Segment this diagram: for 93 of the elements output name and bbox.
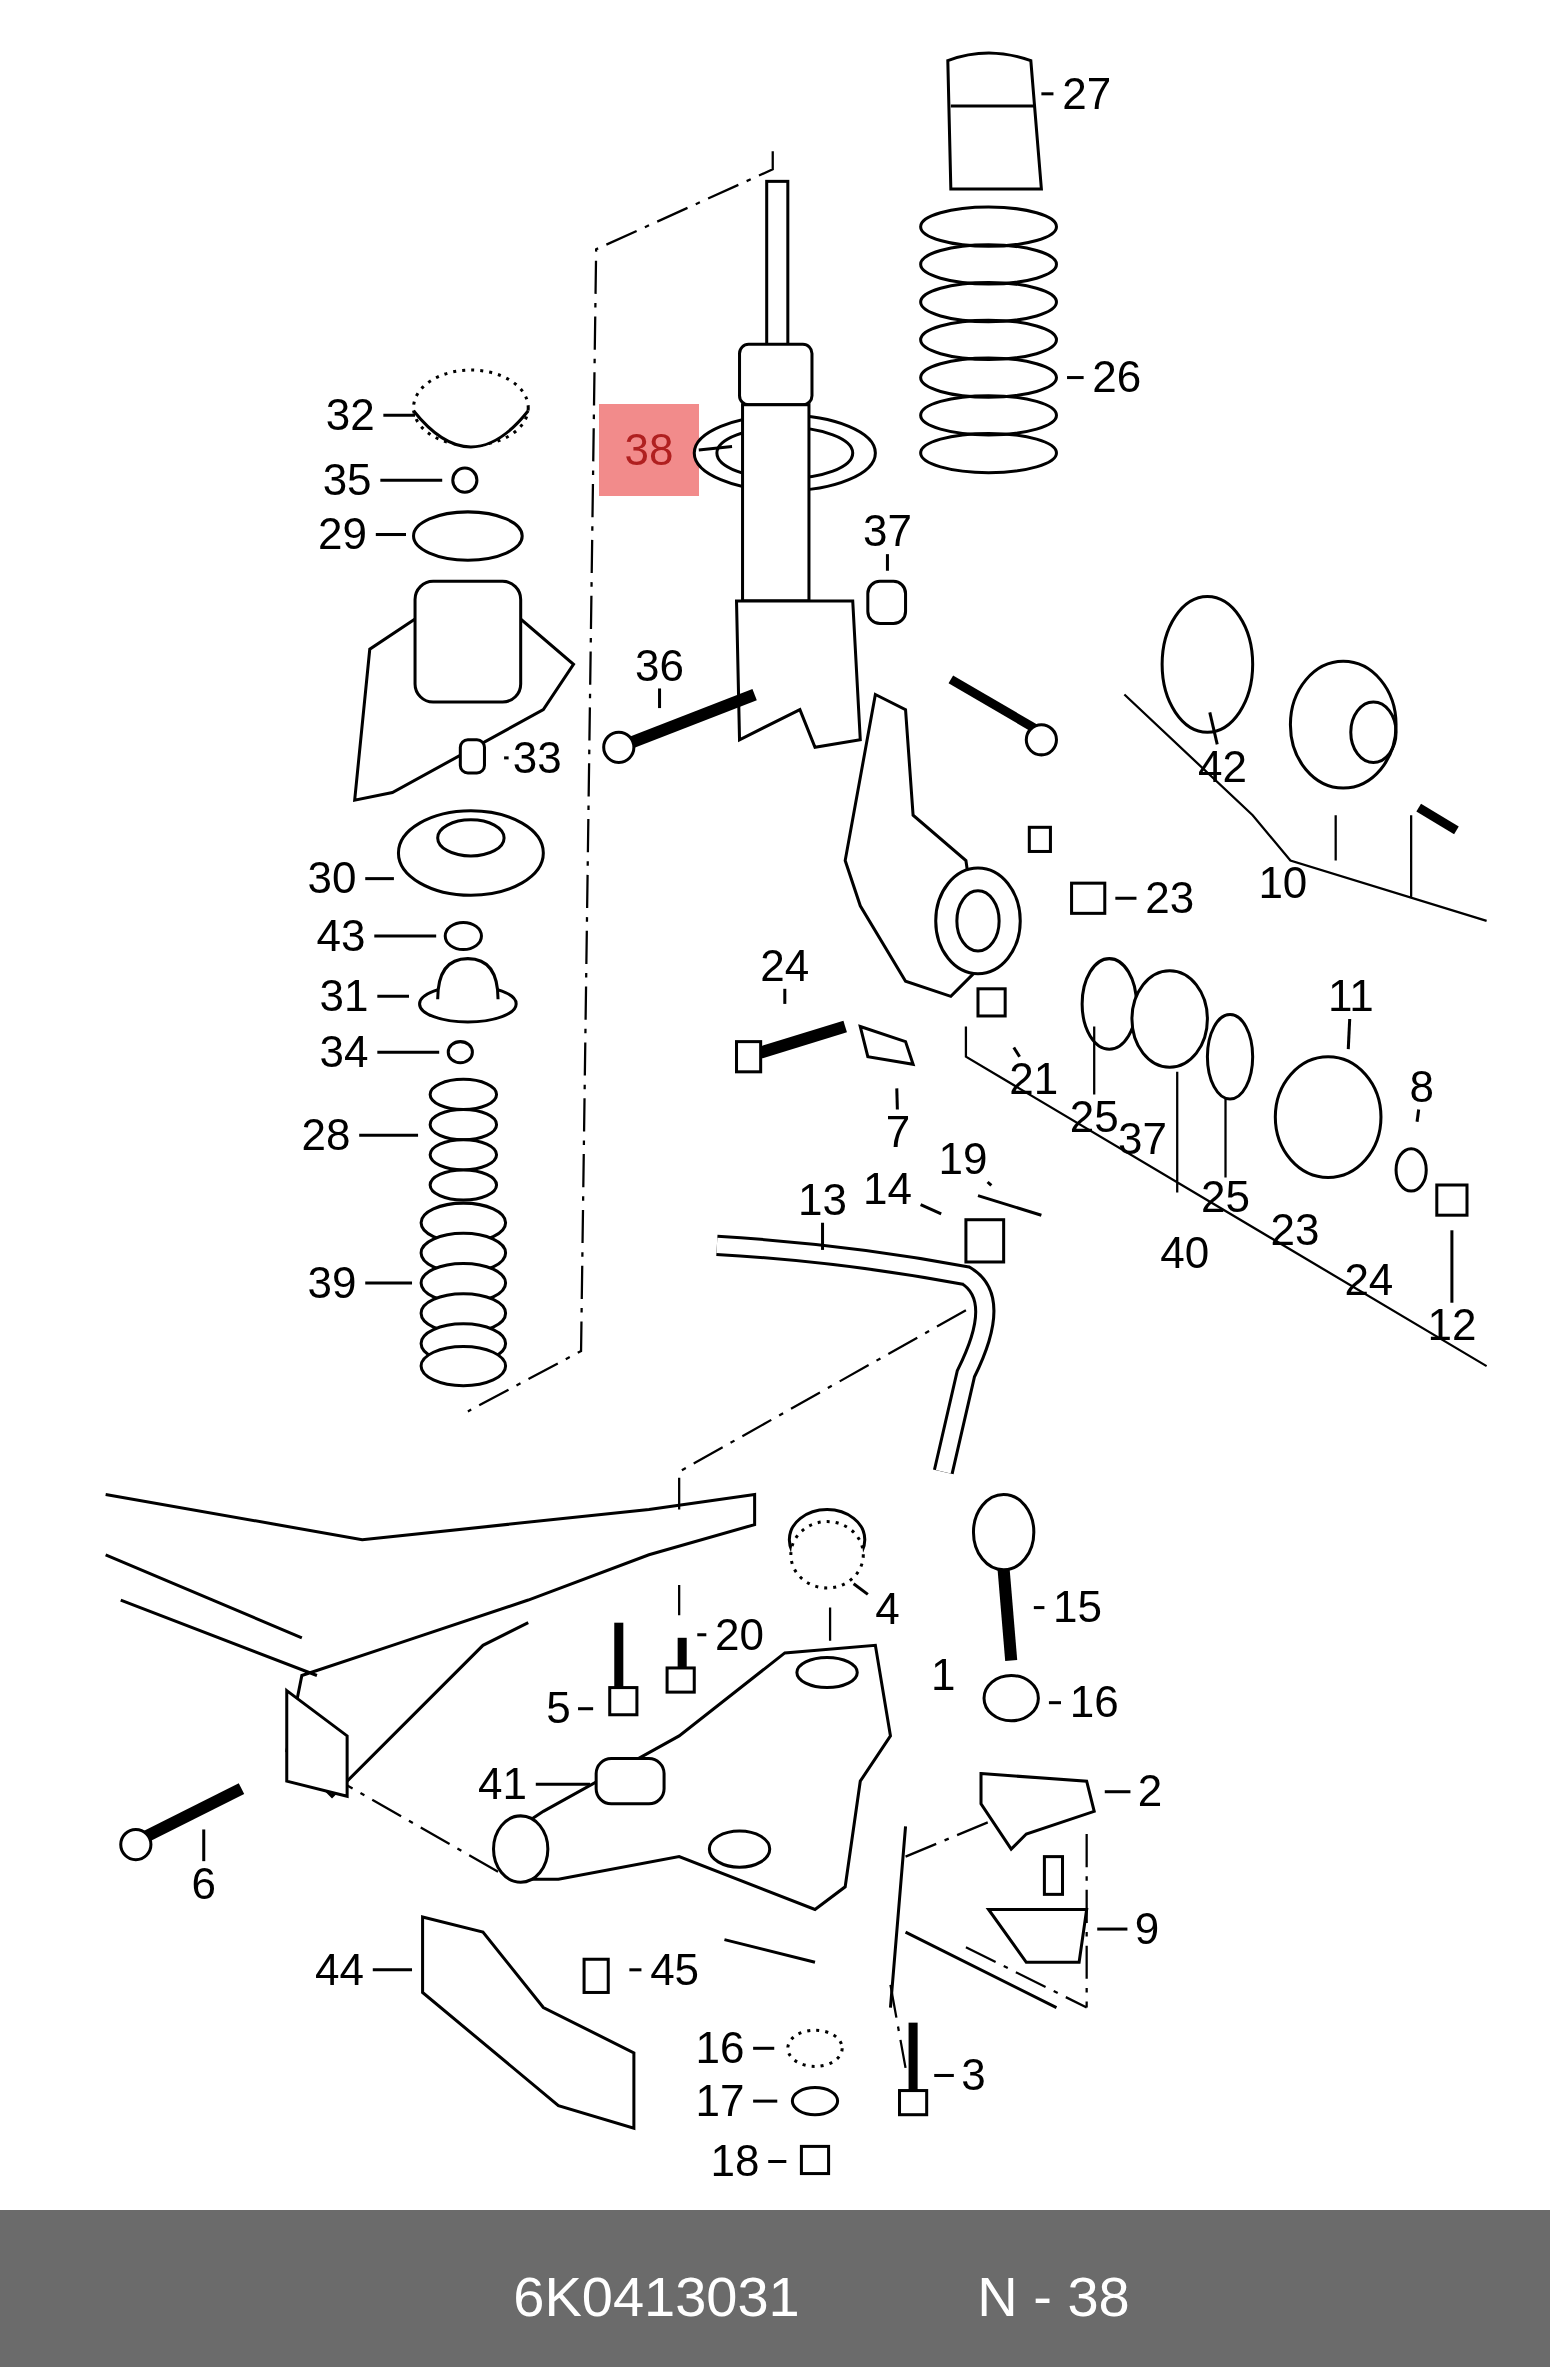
- callout-number: 37: [862, 509, 912, 554]
- callout-number: 31: [319, 974, 369, 1019]
- callout-number: 44: [315, 1947, 365, 1992]
- callout-number: 26: [1092, 355, 1142, 400]
- leader-line: [504, 756, 509, 760]
- callout-number: 35: [322, 457, 372, 502]
- callout-number: 33: [512, 735, 562, 780]
- callout-number: 10: [1258, 860, 1308, 905]
- leader-line: [658, 688, 662, 709]
- leader-line: [895, 1088, 899, 1110]
- leader-line: [698, 445, 733, 452]
- leader-line: [1097, 1927, 1128, 1931]
- leader-line: [1115, 896, 1137, 900]
- leader-line: [1104, 1790, 1131, 1794]
- leader-line: [380, 478, 443, 482]
- leader-line: [768, 2159, 787, 2163]
- leader-line: [1346, 1018, 1352, 1050]
- callout-number: 29: [318, 512, 368, 557]
- callout-number: 27: [1062, 71, 1112, 116]
- callout-number: 3: [961, 2053, 986, 2098]
- callout-number: 23: [1270, 1208, 1320, 1253]
- callout-number: 14: [862, 1167, 912, 1212]
- leader-line: [578, 1707, 594, 1711]
- leader-line: [885, 554, 889, 571]
- footer-text: N - 38: [977, 2269, 1130, 2326]
- leader-line: [365, 877, 394, 881]
- leader-line: [1067, 376, 1084, 380]
- leader-line: [1033, 1606, 1045, 1610]
- callout-number: 19: [938, 1137, 988, 1182]
- callout-number: 15: [1053, 1585, 1103, 1630]
- leader-line: [377, 994, 409, 998]
- callout-number: 24: [1344, 1257, 1394, 1302]
- callout-number: 40: [1160, 1230, 1210, 1275]
- callout-number: 11: [1327, 974, 1374, 1019]
- callout-number: 23: [1145, 876, 1195, 920]
- leader-line: [1012, 1046, 1021, 1058]
- highlight-box: [598, 403, 699, 496]
- leader-line: [1208, 712, 1219, 745]
- callout-number: 42: [1198, 744, 1247, 789]
- callout-number: 12: [1427, 1303, 1477, 1348]
- callout-number: 17: [695, 2078, 745, 2123]
- leader-line: [535, 1782, 591, 1786]
- callout-number: 16: [695, 2026, 745, 2071]
- callout-number: 4: [875, 1586, 900, 1631]
- callout-number: 28: [301, 1112, 351, 1157]
- leader-line: [629, 1968, 642, 1972]
- callout-number: 45: [650, 1947, 700, 1992]
- callout-number: 30: [307, 856, 357, 901]
- callout-number: 7: [885, 1109, 911, 1154]
- callout-number: 9: [1134, 1906, 1160, 1951]
- callout-number: 18: [710, 2139, 760, 2184]
- leader-line: [783, 988, 787, 1004]
- callout-number: 8: [1409, 1064, 1434, 1109]
- callout-number: 41: [478, 1761, 528, 1806]
- callout-number: 37: [1118, 1117, 1167, 1162]
- callout-number: 6: [191, 1861, 216, 1906]
- footer-text: 6K0413031: [513, 2269, 800, 2326]
- leader-line: [365, 1281, 413, 1285]
- callout-number: 25: [1069, 1094, 1119, 1139]
- callout-number: 16: [1069, 1680, 1119, 1725]
- leader-line: [375, 533, 406, 537]
- leader-line: [753, 2099, 778, 2103]
- leader-line: [1048, 1701, 1061, 1705]
- leader-line: [383, 413, 416, 417]
- leader-line: [934, 2073, 954, 2077]
- callout-number: 39: [307, 1260, 357, 1305]
- leader-line: [852, 1582, 869, 1596]
- leader-line: [377, 1050, 440, 1054]
- callout-number: 13: [798, 1177, 847, 1222]
- callout-number: 24: [760, 943, 810, 988]
- leader-line: [202, 1829, 206, 1862]
- callout-number: 34: [319, 1029, 369, 1074]
- callout-number: 2: [1137, 1769, 1163, 1814]
- leader-line: [1450, 1230, 1454, 1303]
- callout-number: 38: [624, 427, 674, 472]
- callout-number: 21: [1009, 1057, 1059, 1102]
- leader-line: [1041, 92, 1054, 96]
- callout-number: 36: [635, 643, 684, 688]
- leader-line: [753, 2046, 775, 2050]
- leader-line: [697, 1633, 707, 1637]
- callout-number: 32: [325, 393, 375, 438]
- leader-line: [359, 1133, 419, 1137]
- callout-number: 1: [931, 1653, 956, 1698]
- leader-line: [1415, 1109, 1421, 1122]
- callout-number: 25: [1201, 1174, 1250, 1219]
- leader-line: [821, 1222, 825, 1250]
- leader-line: [986, 1180, 993, 1187]
- callout-number: 43: [316, 913, 366, 958]
- leader-line: [372, 1968, 413, 1972]
- callout-number: 5: [546, 1686, 571, 1731]
- callout-number: 20: [715, 1612, 764, 1657]
- leader-line: [920, 1203, 942, 1216]
- leader-line: [374, 934, 437, 938]
